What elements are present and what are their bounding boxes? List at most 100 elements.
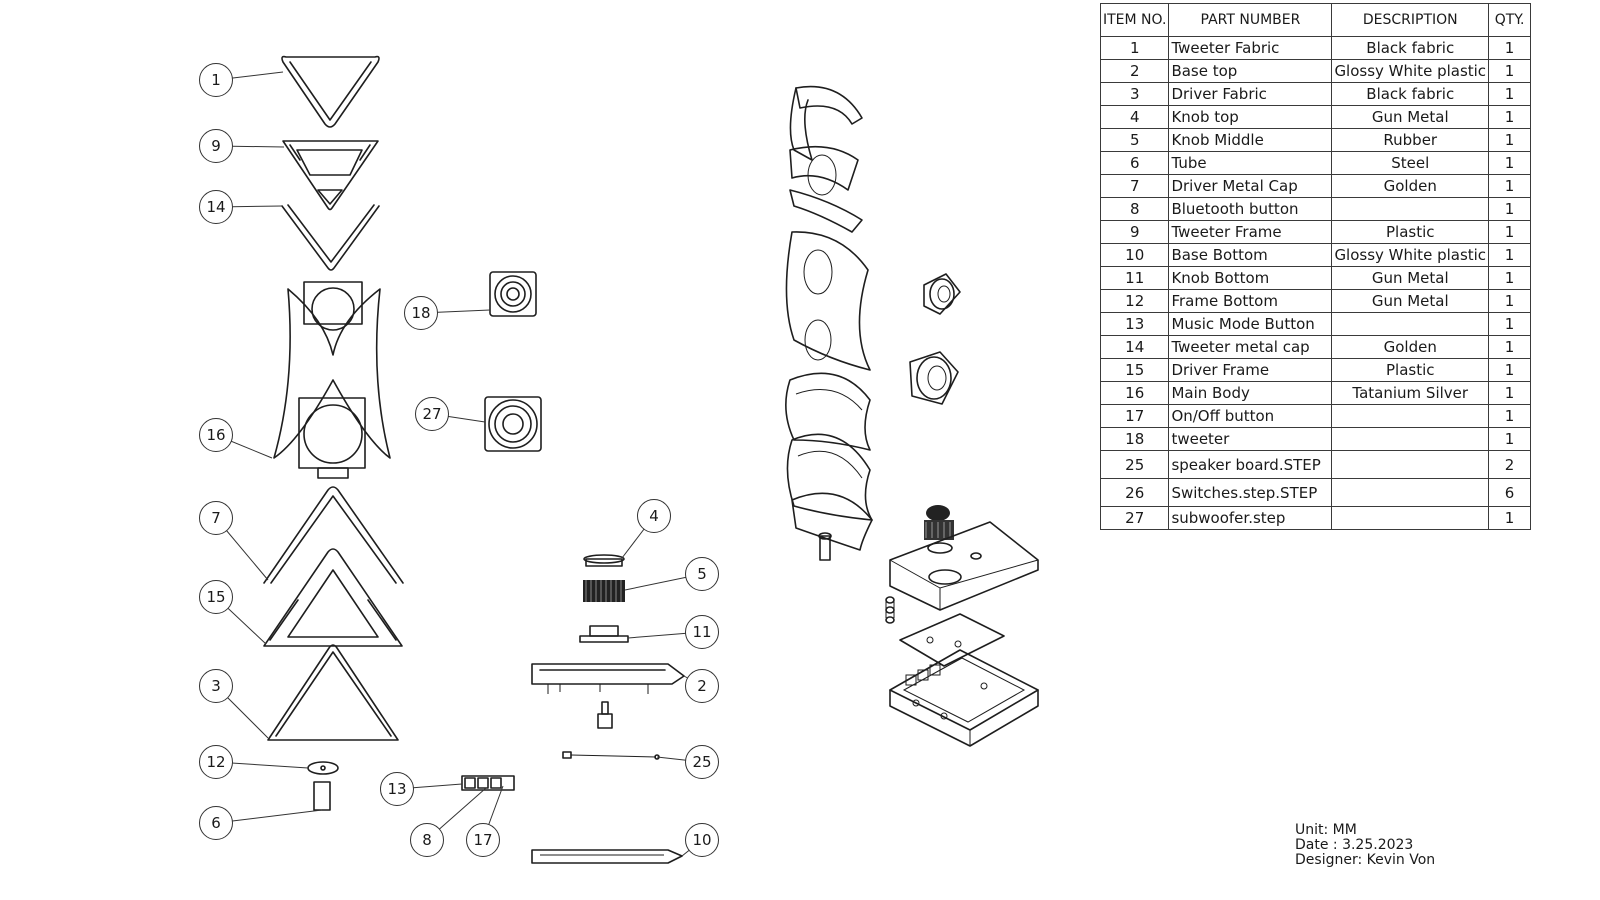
bom-cell-part-number: Switches.step.STEP [1168, 478, 1333, 507]
bom-cell-description: Black fabric [1331, 82, 1490, 106]
bom-cell-part-number: speaker board.STEP [1168, 450, 1333, 479]
bom-cell-part-number: Driver Fabric [1168, 82, 1333, 106]
bom-cell-qty: 1 [1488, 105, 1532, 129]
bom-cell-item-no: 3 [1099, 82, 1170, 106]
bom-cell-item-no: 2 [1099, 59, 1170, 83]
bom-cell-item-no: 17 [1099, 404, 1170, 428]
bom-cell-qty: 1 [1488, 427, 1532, 451]
callout-balloon: 13 [380, 772, 463, 806]
bom-cell-item-no: 9 [1099, 220, 1170, 244]
bom-header-row: ITEM NO. PART NUMBER DESCRIPTION QTY. [1099, 3, 1532, 37]
callout-circle [685, 615, 719, 649]
callout-number: 1 [211, 71, 221, 89]
bom-cell-item-no: 27 [1099, 506, 1170, 530]
bom-cell-qty: 1 [1488, 59, 1532, 83]
callout-balloon: 6 [199, 806, 323, 840]
bom-cell-item-no: 6 [1099, 151, 1170, 175]
callout-number: 15 [206, 588, 225, 606]
bom-cell-part-number: Knob Middle [1168, 128, 1333, 152]
bom-cell-qty: 1 [1488, 151, 1532, 175]
bom-cell-qty: 1 [1488, 289, 1532, 313]
bom-cell-part-number: Knob top [1168, 105, 1333, 129]
bom-cell-item-no: 7 [1099, 174, 1170, 198]
callout-circle [199, 806, 233, 840]
bom-cell-description: Black fabric [1331, 36, 1490, 60]
callout-circle [410, 823, 444, 857]
callout-circle [199, 190, 233, 224]
callout-balloon: 18 [404, 296, 491, 330]
bom-cell-qty: 1 [1488, 220, 1532, 244]
callout-balloon: 1 [199, 63, 284, 97]
callout-number: 27 [422, 405, 441, 423]
bom-cell-part-number: Driver Frame [1168, 358, 1333, 382]
callout-circle [637, 499, 671, 533]
callout-balloon: 16 [199, 418, 273, 459]
bom-cell-part-number: Base top [1168, 59, 1333, 83]
bom-cell-qty: 1 [1488, 174, 1532, 198]
part-7-driver-metal-cap [263, 486, 404, 584]
callout-number: 2 [697, 677, 707, 695]
bom-cell-description [1331, 197, 1490, 221]
bom-cell-part-number: Driver Metal Cap [1168, 174, 1333, 198]
callout-circle [199, 63, 233, 97]
bom-cell-item-no: 18 [1099, 427, 1170, 451]
part-14-tweeter-metal-cap [281, 204, 380, 271]
bom-cell-item-no: 13 [1099, 312, 1170, 336]
date-label: Date : 3.25.2023 [1295, 837, 1414, 853]
callout-balloon: 3 [199, 669, 269, 739]
bom-cell-item-no: 10 [1099, 243, 1170, 267]
callout-circle [685, 823, 719, 857]
bom-cell-description [1331, 450, 1490, 479]
bom-cell-qty: 2 [1488, 450, 1532, 479]
callout-number: 14 [206, 198, 225, 216]
bom-cell-part-number: Tube [1168, 151, 1333, 175]
callout-leader-line [215, 809, 323, 824]
bom-cell-description [1331, 506, 1490, 530]
callout-number: 11 [692, 623, 711, 641]
callout-number: 16 [206, 426, 225, 444]
callout-circle [199, 418, 233, 452]
bom-cell-item-no: 12 [1099, 289, 1170, 313]
callout-circle [199, 501, 233, 535]
bom-cell-description: Tatanium Silver [1331, 381, 1490, 405]
callout-number: 5 [697, 565, 707, 583]
callout-number: 8 [422, 831, 432, 849]
part-10-base-bottom [531, 849, 683, 864]
part-27-subwoofer [484, 396, 542, 452]
part-6-tube [313, 781, 331, 811]
isometric-exploded-stack [785, 85, 873, 561]
bom-cell-description: Glossy White plastic [1331, 243, 1490, 267]
bom-cell-part-number: Tweeter Frame [1168, 220, 1333, 244]
bom-cell-item-no: 15 [1099, 358, 1170, 382]
unit-label: Unit: MM [1295, 822, 1357, 838]
bom-cell-part-number: Bluetooth button [1168, 197, 1333, 221]
callout-circle [685, 745, 719, 779]
bom-header-item-no: ITEM NO. [1099, 3, 1170, 37]
bom-cell-qty: 1 [1488, 243, 1532, 267]
callout-number: 10 [692, 831, 711, 849]
bom-cell-part-number: Main Body [1168, 381, 1333, 405]
callout-balloon: 4 [621, 499, 671, 559]
part-25-speaker-board [562, 751, 660, 760]
bom-cell-description [1331, 427, 1490, 451]
bom-cell-description: Gun Metal [1331, 289, 1490, 313]
bom-cell-description: Golden [1331, 174, 1490, 198]
callout-circle [404, 296, 438, 330]
bom-cell-qty: 1 [1488, 82, 1532, 106]
callout-circle [199, 580, 233, 614]
callout-circle [199, 745, 233, 779]
bom-cell-qty: 1 [1488, 197, 1532, 221]
bom-cell-part-number: Music Mode Button [1168, 312, 1333, 336]
callout-balloon: 15 [199, 580, 267, 645]
iso-tweeter [923, 273, 961, 315]
